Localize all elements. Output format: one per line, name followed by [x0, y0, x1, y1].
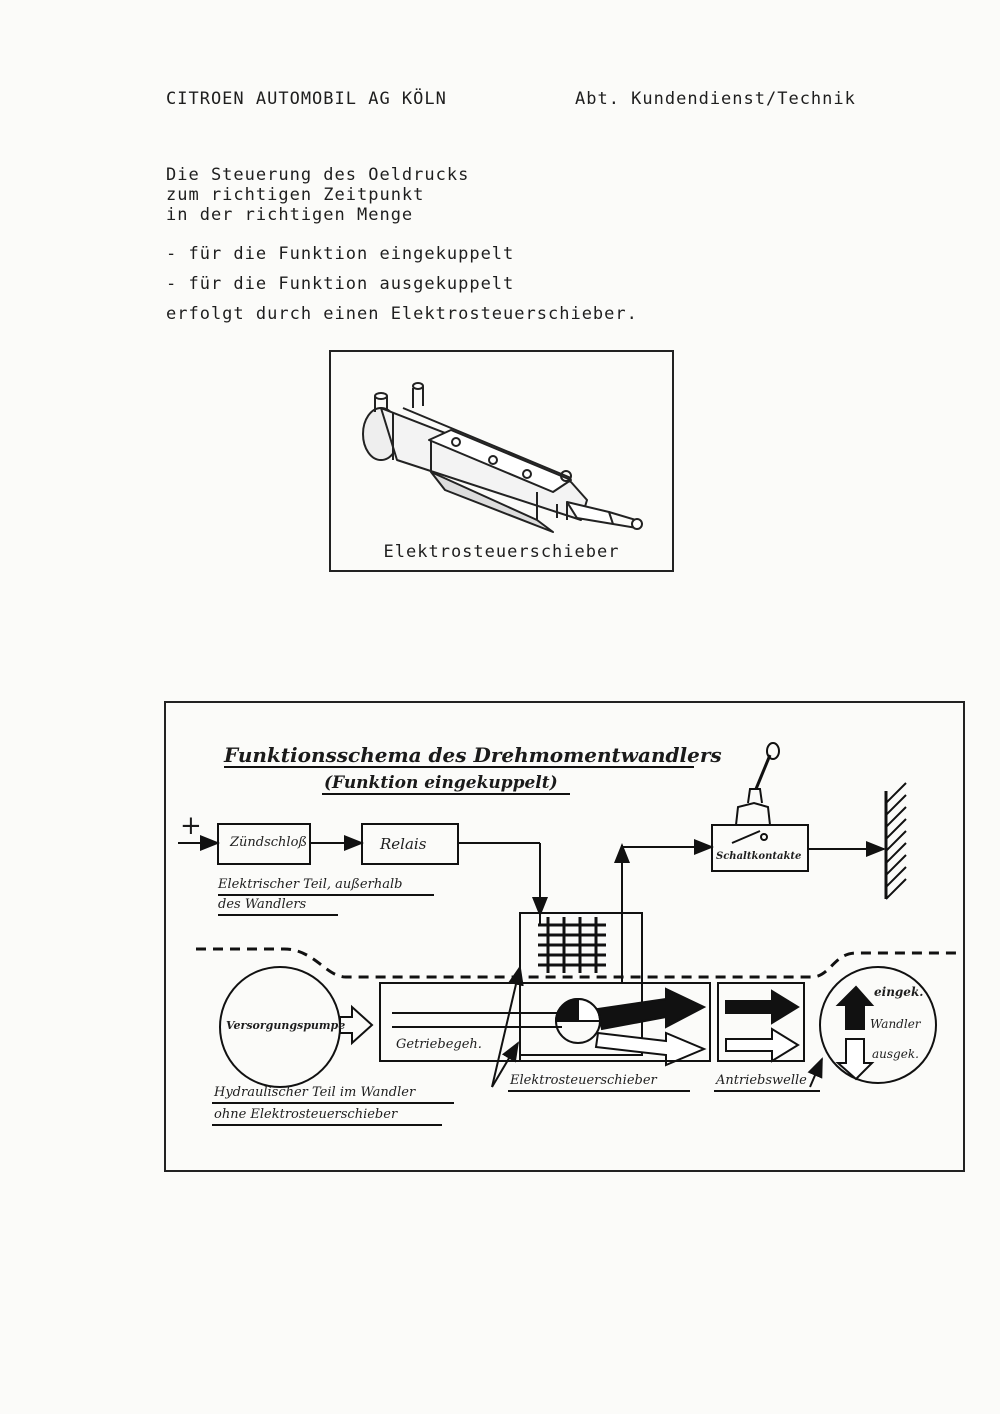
intro-line-1: Die Steuerung des Oeldrucks	[166, 165, 470, 185]
company-name: CITROEN AUTOMOBIL AG KÖLN	[166, 89, 447, 109]
legend-engaged: eingek.	[874, 985, 924, 999]
relay-label: Relais	[380, 835, 427, 853]
valve-illustration	[362, 382, 643, 533]
function-schematic: Funktionsschema des Drehmomentwandlers (…	[164, 701, 965, 1172]
intro-line-3: in der richtigen Menge	[166, 205, 414, 225]
electric-part-label-2: des Wandlers	[218, 897, 307, 912]
intro-line-2: zum richtigen Zeitpunkt	[166, 185, 425, 205]
output-shaft-label: Antriebswelle	[716, 1073, 807, 1088]
switch-contacts-label: Schaltkontakte	[716, 851, 802, 862]
valve-figure: Elektrosteuerschieber	[329, 350, 674, 572]
bullet-disengaged: - für die Funktion ausgekuppelt	[166, 274, 515, 294]
legend-disengaged: ausgek.	[872, 1047, 919, 1061]
electric-part-label-1: Elektrischer Teil, außerhalb	[218, 877, 403, 892]
schema-subtitle: (Funktion eingekuppelt)	[324, 773, 558, 793]
intro-closing: erfolgt durch einen Elektrosteuerschiebe…	[166, 304, 638, 324]
department-name: Abt. Kundendienst/Technik	[575, 89, 856, 109]
plus-sign: +	[180, 811, 202, 841]
bullet-engaged: - für die Funktion eingekuppelt	[166, 244, 515, 264]
schematic-drawing	[178, 742, 956, 1126]
hydraulic-label-2: ohne Elektrosteuerschieber	[214, 1107, 398, 1122]
hydraulic-label-1: Hydraulischer Teil im Wandler	[214, 1085, 416, 1100]
pump-label: Versorgungspumpe	[226, 1019, 346, 1032]
figure-caption: Elektrosteuerschieber	[383, 542, 620, 562]
valve-label: Elektrosteuerschieber	[510, 1073, 657, 1088]
schema-title: Funktionsschema des Drehmomentwandlers	[224, 743, 722, 767]
legend-converter: Wandler	[870, 1017, 921, 1031]
ignition-label: Zündschloß	[230, 835, 308, 850]
gear-housing-label: Getriebegeh.	[396, 1037, 482, 1052]
